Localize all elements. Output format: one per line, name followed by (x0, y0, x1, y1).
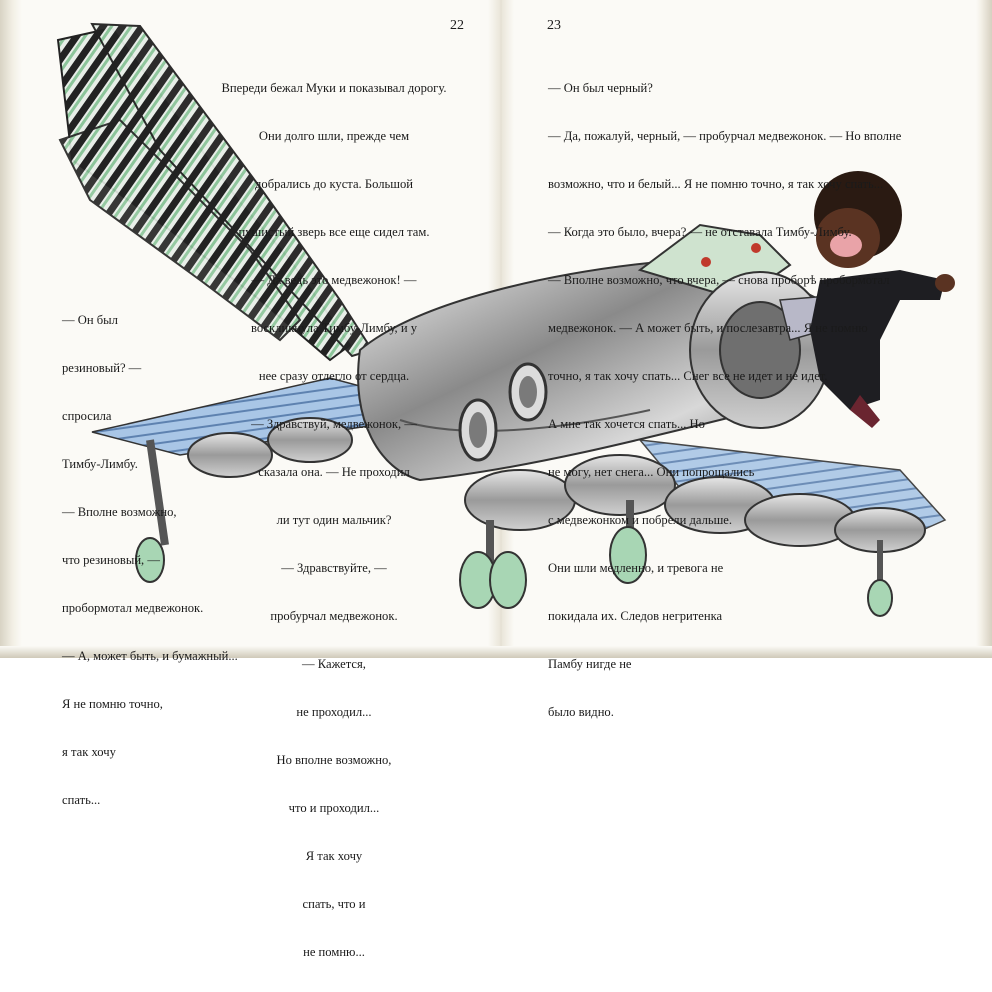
text-line: воскликнула Тимбу-Лимбу, и у (250, 321, 418, 335)
text-line: пробурчал медвежонок. (270, 609, 398, 623)
text-line: сказала она. — Не проходил (258, 465, 410, 479)
text-line: добрались до куста. Большой (255, 177, 413, 191)
text-line: Они долго шли, прежде чем (258, 129, 410, 143)
text-line: Тимбу-Лимбу. (62, 457, 138, 471)
text-line: Памбу нигде не (548, 657, 632, 671)
text-line: — Вполне возможно, (62, 505, 177, 519)
text-block-right: — Он был черный? — Да, пожалуй, черный, … (548, 48, 901, 752)
engine-pods (187, 417, 926, 553)
text-line: точно, я так хочу спать... Снег все не и… (548, 369, 828, 383)
text-line: А мне так хочется спать... Но (548, 417, 705, 431)
text-line: Впереди бежал Муки и показывал дорогу. (221, 81, 447, 95)
text-line: спросила (62, 409, 112, 423)
text-line: — Он был (62, 313, 118, 327)
text-line: пушистый зверь все еще сидел там. (238, 225, 430, 239)
text-line: я так хочу (62, 745, 116, 759)
text-line: спать, что и (302, 897, 366, 911)
text-line: Я так хочу (305, 849, 363, 863)
text-line: что резиновый, — (62, 553, 160, 567)
text-line: покидала их. Следов негритенка (548, 609, 723, 623)
bottom-page-edge (0, 646, 992, 658)
book-spread: 22 23 Впереди бежал Муки и показывал дор… (0, 0, 992, 959)
page-number-right: 23 (547, 18, 561, 33)
text-line: было видно. (548, 705, 614, 719)
text-line: не помню... (303, 945, 365, 959)
text-line: пробормотал медвежонок. (62, 601, 204, 615)
page-number-left: 22 (450, 18, 464, 33)
text-line: Они шли медленно, и тревога не (548, 561, 724, 575)
landing-gear (135, 439, 893, 617)
text-line: — А, может быть, и бумажный... (62, 649, 238, 663)
text-line: — Здравствуй, медвежонок, — (251, 417, 417, 431)
boy-figure (810, 171, 955, 428)
left-page-edge (0, 0, 22, 658)
text-block-left: — Он был резиновый? — спросила Тимбу-Лим… (62, 280, 238, 840)
text-line: возможно, что и белый... Я не помню точн… (548, 177, 884, 191)
text-line: — Да, пожалуй, черный, — пробурчал медве… (548, 129, 902, 143)
text-line: — Вполне возможно, что вчера, — снова пр… (548, 273, 890, 287)
text-line: резиновый? — (62, 361, 142, 375)
text-line: не могу, нет снега... Они попрощались (548, 465, 755, 479)
text-line: — Он был черный? (548, 81, 653, 95)
text-line: нее сразу отлегло от сердца. (258, 369, 410, 383)
text-line: — Здравствуйте, — (281, 561, 387, 575)
text-line: Я не помню точно, (62, 697, 163, 711)
striped-tail-fin (56, 22, 374, 362)
text-line: — Когда это было, вчера? — не отставала … (548, 225, 852, 239)
right-page-edge (976, 0, 992, 658)
text-line: — Да ведь это медвежонок! — (251, 273, 417, 287)
airplane-illustration (56, 22, 955, 617)
text-line: спать... (62, 793, 101, 807)
text-line: медвежонок. — А может быть, и послезавтр… (548, 321, 868, 335)
text-line: с медвежонком и побрели дальше. (548, 513, 733, 527)
text-line: ли тут один мальчик? (276, 513, 392, 527)
